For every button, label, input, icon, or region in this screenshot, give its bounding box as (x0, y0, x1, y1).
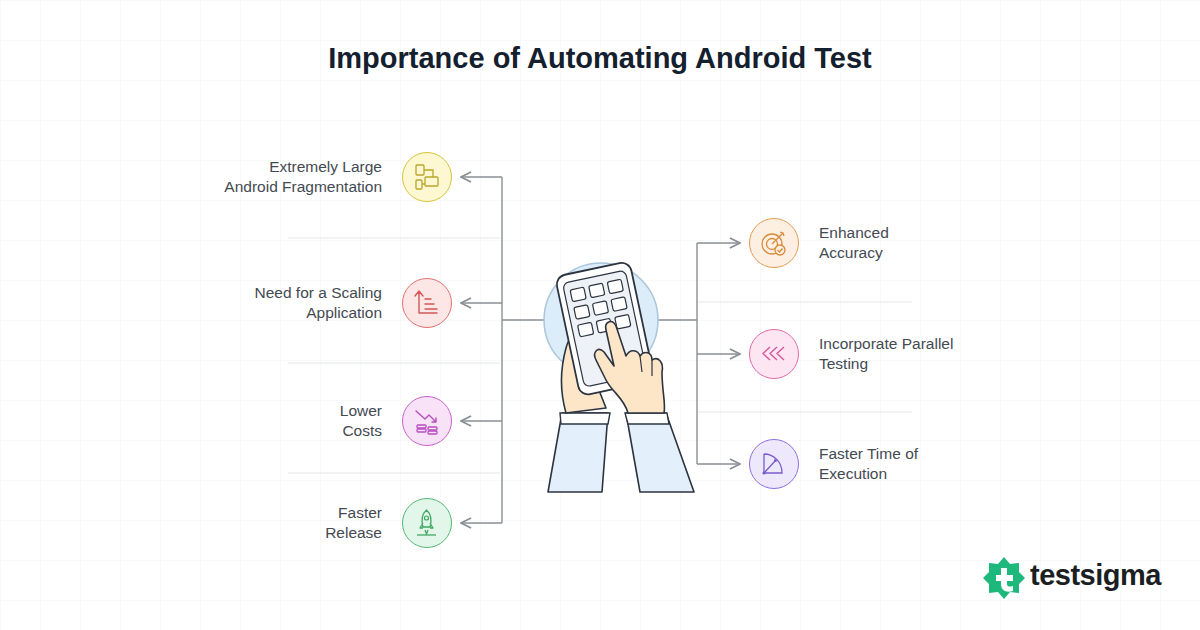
benefit-label: Enhanced Accuracy (819, 223, 909, 263)
brand-logo-text: testsigma (1030, 559, 1161, 592)
label-group: Lower Costs (322, 401, 382, 441)
label-group: Need for a Scaling Application (240, 283, 382, 323)
icon-circle (402, 498, 452, 548)
benefit-item: Need for a Scaling Application (240, 278, 452, 328)
icon-circle (402, 396, 452, 446)
icon-circle (402, 152, 452, 202)
icon (403, 499, 450, 546)
label-group: Faster Time of Execution (819, 444, 934, 484)
icon-circle (749, 218, 799, 268)
label-group: Incorporate Parallel Testing (819, 334, 979, 374)
icon (403, 279, 450, 326)
benefit-label: Lower Costs (322, 401, 382, 441)
icon (750, 219, 797, 266)
benefit-item: Extremely Large Android Fragmentation (222, 152, 452, 202)
icon (750, 330, 797, 377)
benefit-item: Faster Release (320, 498, 452, 548)
benefit-item: Lower Costs (322, 396, 452, 446)
benefit-item: Enhanced Accuracy (749, 218, 909, 268)
icon-circle (749, 439, 799, 489)
label-group: Extremely Large Android Fragmentation (222, 157, 382, 197)
icon (750, 440, 797, 487)
benefit-label: Need for a Scaling Application (240, 283, 382, 323)
benefit-item: Incorporate Parallel Testing (749, 329, 979, 379)
diagram-title: Importance of Automating Android Test (0, 42, 1200, 75)
label-group: Faster Release (320, 503, 382, 543)
benefit-label: Faster Release (320, 503, 382, 543)
icon-circle (402, 278, 452, 328)
benefit-item: Faster Time of Execution (749, 439, 934, 489)
benefit-label: Extremely Large Android Fragmentation (222, 157, 382, 197)
icon (403, 397, 450, 444)
label-group: Enhanced Accuracy (819, 223, 909, 263)
icon (403, 153, 450, 200)
benefit-label: Incorporate Parallel Testing (819, 334, 979, 374)
icon-circle (749, 329, 799, 379)
benefit-label: Faster Time of Execution (819, 444, 934, 484)
